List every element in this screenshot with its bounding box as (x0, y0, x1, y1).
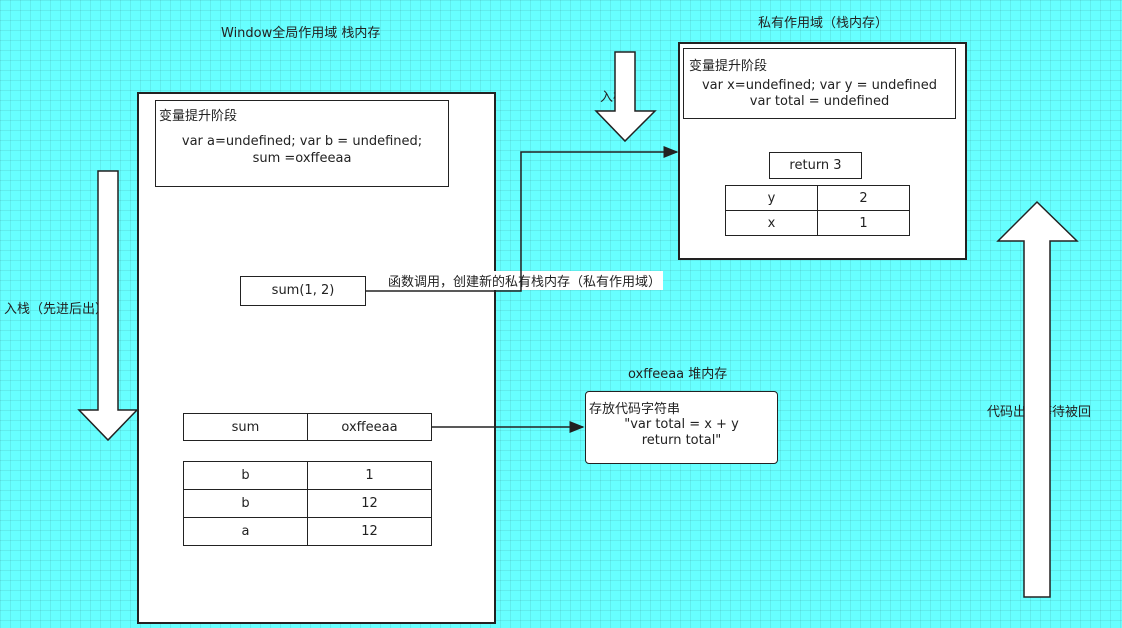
var-name-cell: b (183, 489, 308, 518)
stack-push-arrow-icon (77, 170, 139, 442)
sum-reference-table: sum oxffeeaa (183, 413, 432, 441)
sum-name-cell: sum (183, 413, 308, 441)
heap-line2: return total" (641, 433, 722, 448)
stack-push-label: 入栈（先进后出） (4, 302, 109, 317)
global-hoist-line2: sum =oxffeeaa (252, 151, 352, 166)
private-hoist-line2: var total = undefined (749, 94, 890, 109)
heap-line1: "var total = x + y (624, 417, 739, 432)
function-call-label: sum(1, 2) (271, 283, 335, 298)
private-hoist-line1: var x=undefined; var y = undefined (701, 78, 938, 93)
call-connector-arrow (366, 146, 679, 292)
private-vars-table: y 2 x 1 (725, 185, 910, 236)
var-value-cell: 1 (307, 461, 432, 490)
table-row: b 1 (183, 461, 432, 490)
table-row: b 12 (183, 489, 432, 518)
global-vars-table: b 1 b 12 a 12 (183, 461, 432, 546)
return-label: return 3 (789, 158, 842, 173)
private-scope-title: 私有作用域（栈内存） (758, 16, 889, 31)
private-hoist-box: 变量提升阶段 var x=undefined; var y = undefine… (683, 48, 956, 119)
sum-value-cell: oxffeeaa (307, 413, 432, 441)
var-name-cell: y (725, 185, 818, 211)
global-hoist-box: 变量提升阶段 var a=undefined; var b = undefine… (155, 100, 449, 187)
var-value-cell: 1 (817, 210, 910, 236)
table-row: y 2 (725, 185, 910, 211)
heap-box-title: 存放代码字符串 (589, 402, 681, 417)
heap-title: oxffeeaa 堆内存 (628, 367, 728, 382)
var-name-cell: x (725, 210, 818, 236)
return-box: return 3 (769, 152, 862, 179)
table-row: sum oxffeeaa (183, 413, 432, 441)
pop-arrow-icon (996, 200, 1079, 598)
var-value-cell: 12 (307, 517, 432, 546)
call-annotation: 函数调用，创建新的私有栈内存（私有作用域） (386, 271, 664, 290)
private-push-arrow-icon (594, 51, 657, 143)
function-call-box: sum(1, 2) (240, 276, 366, 306)
global-hoist-line1: var a=undefined; var b = undefined; (181, 134, 423, 149)
heap-box: 存放代码字符串 "var total = x + y return total" (585, 391, 778, 464)
table-row: a 12 (183, 517, 432, 546)
table-row: x 1 (725, 210, 910, 236)
global-hoist-title: 变量提升阶段 (159, 109, 238, 124)
private-hoist-title: 变量提升阶段 (689, 59, 768, 74)
global-scope-title: Window全局作用域 栈内存 (221, 26, 381, 41)
